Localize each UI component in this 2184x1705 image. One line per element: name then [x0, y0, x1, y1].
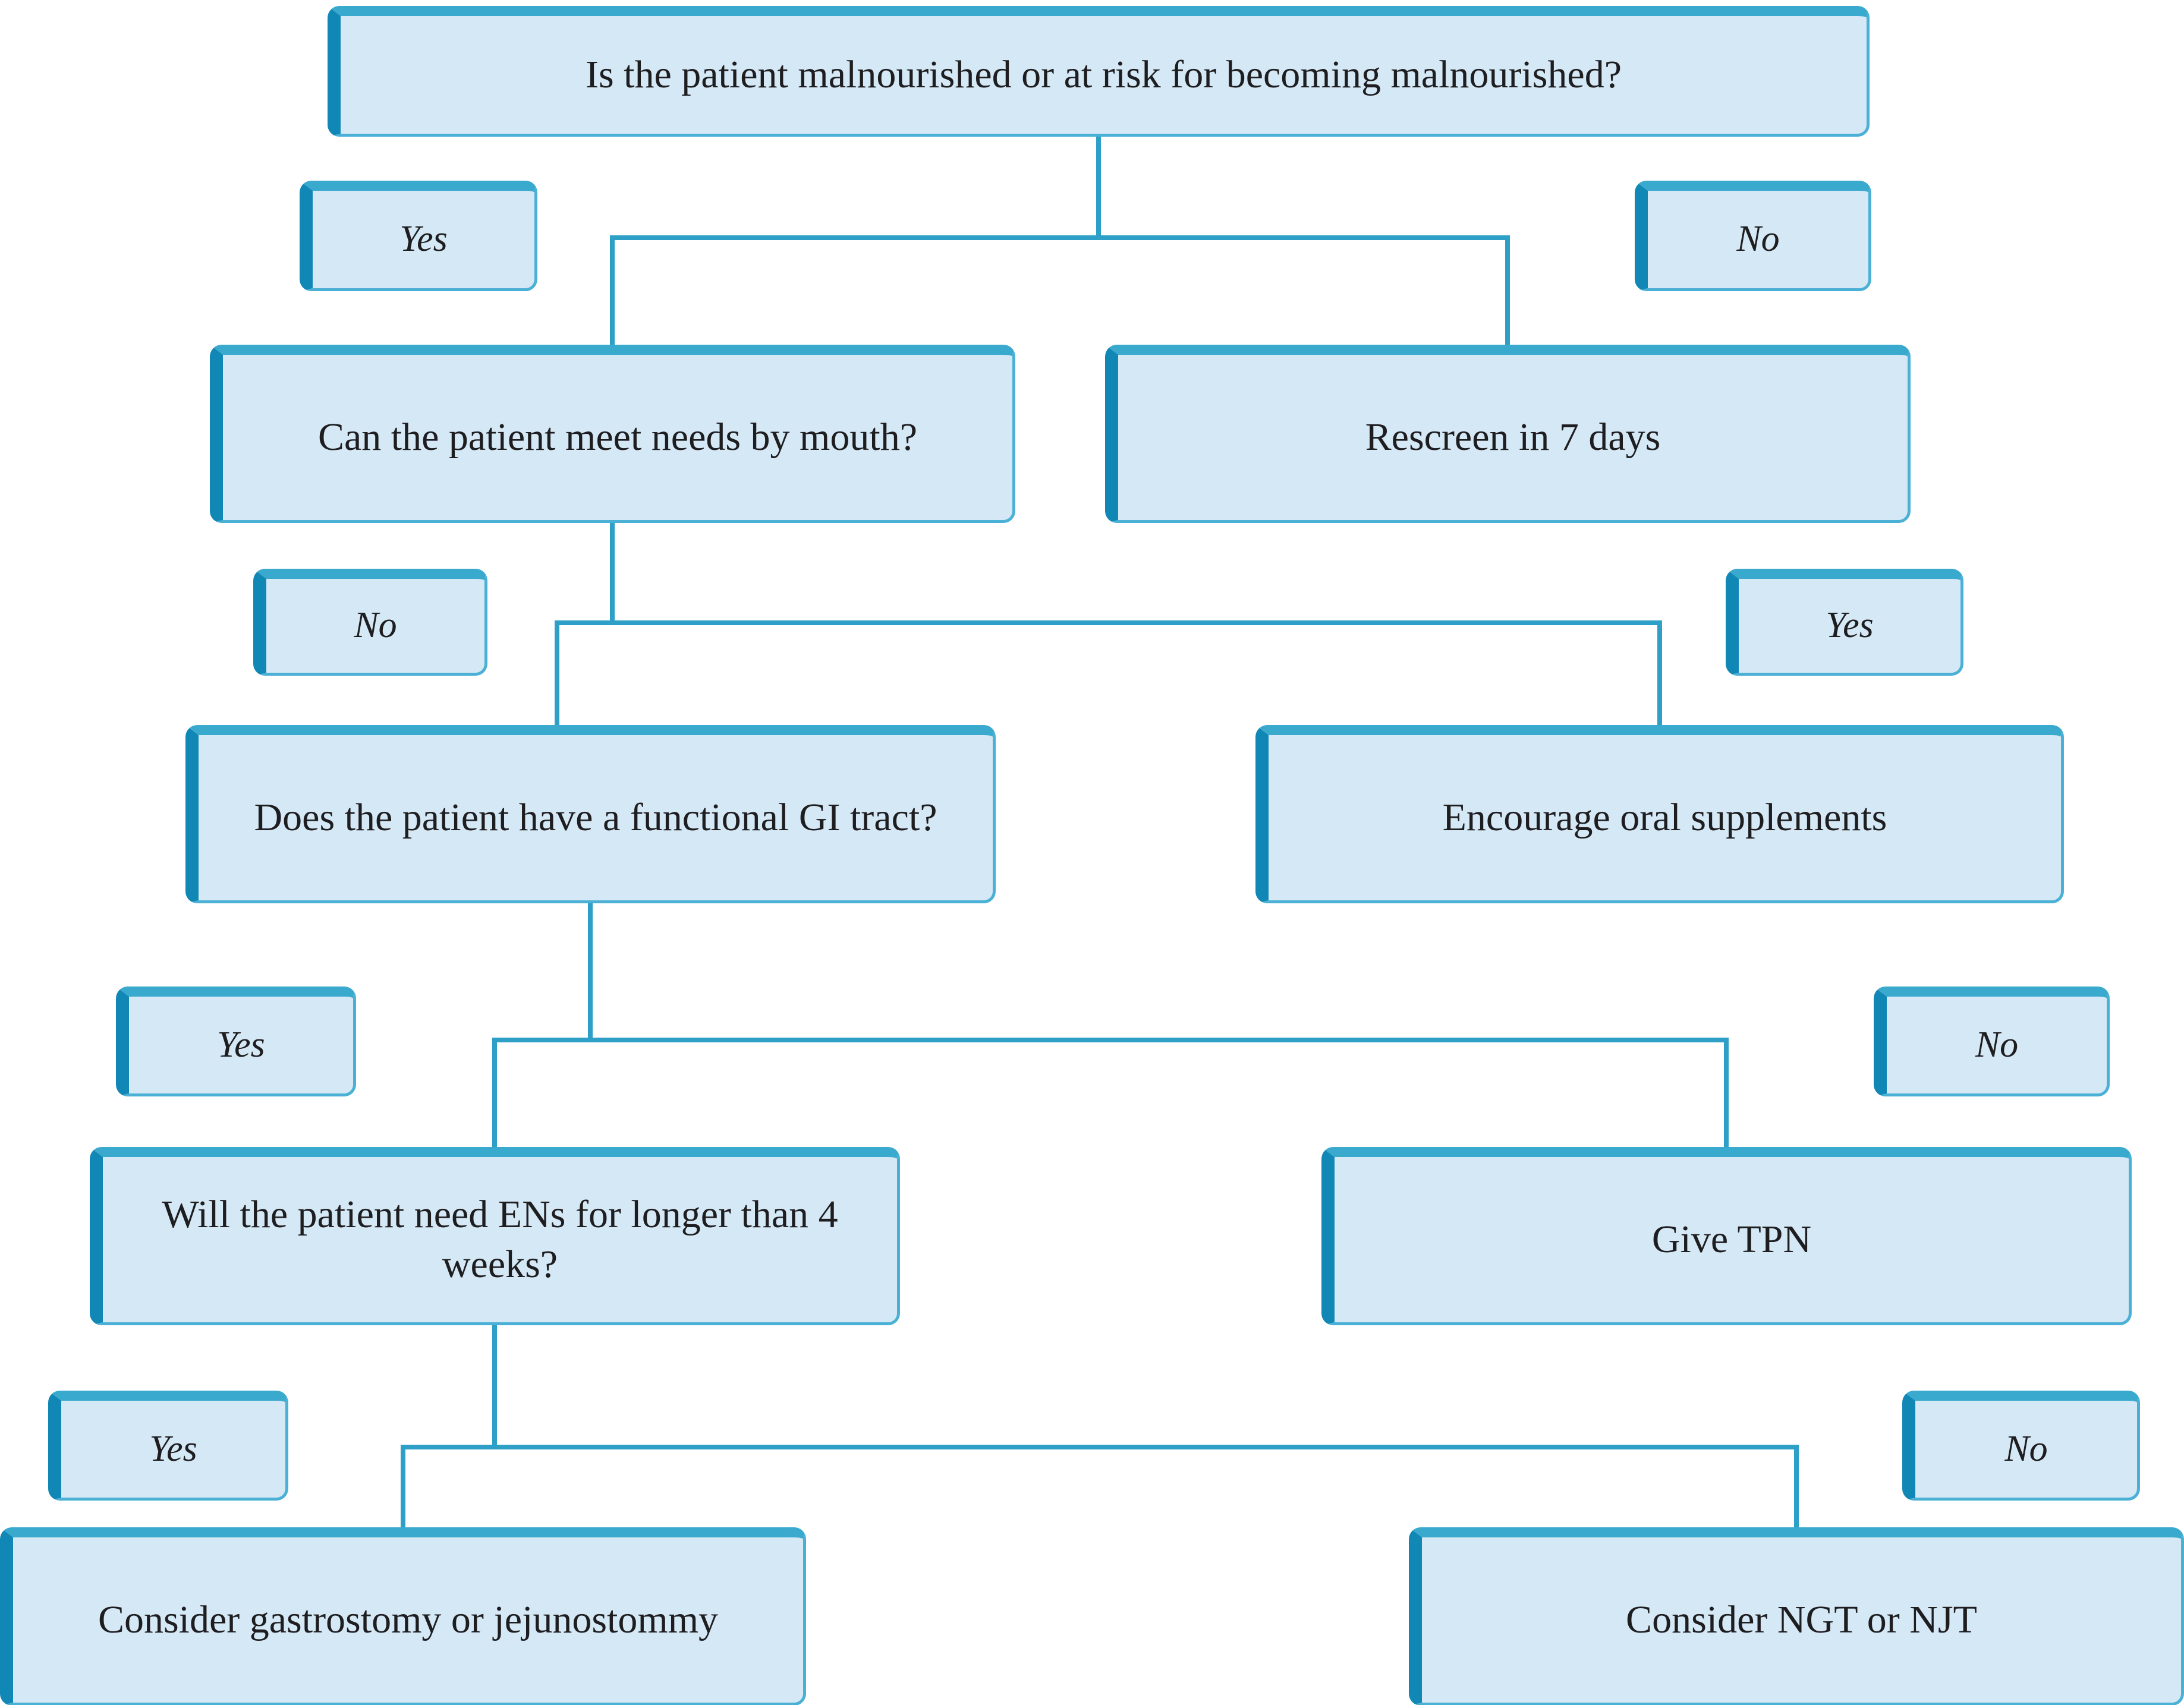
connector-q2-children	[555, 522, 1662, 732]
node-give-tpn: Give TPN	[1321, 1147, 2132, 1325]
node-functional-gi-tract-question: Does the patient have a functional GI tr…	[185, 725, 996, 903]
node-malnourished-risk-question: Is the patient malnourished or at risk f…	[328, 6, 1870, 137]
label-no-functional-gi: No	[1874, 987, 2110, 1096]
node-meet-needs-by-mouth-question: Can the patient meet needs by mouth?	[210, 345, 1015, 523]
label-yes-ens-4-weeks: Yes	[48, 1391, 288, 1501]
label-yes-malnourished: Yes	[300, 181, 537, 291]
node-ens-longer-than-4-weeks-question: Will the patient need ENs for longer tha…	[90, 1147, 900, 1325]
node-consider-ngt-njt: Consider NGT or NJT	[1409, 1527, 2184, 1705]
connector-q3-children	[492, 902, 1729, 1154]
label-no-meet-needs: No	[253, 569, 487, 676]
label-no-malnourished: No	[1635, 181, 1871, 291]
label-yes-functional-gi: Yes	[116, 987, 356, 1096]
label-yes-meet-needs: Yes	[1726, 569, 1963, 676]
node-rescreen-7-days: Rescreen in 7 days	[1105, 345, 1911, 523]
label-no-ens-4-weeks: No	[1902, 1391, 2140, 1501]
connector-q4-children	[401, 1324, 1799, 1534]
node-encourage-oral-supplements: Encourage oral supplements	[1255, 725, 2064, 903]
node-consider-gastrostomy-jejunostomy: Consider gastrostomy or jejunostommy	[0, 1527, 806, 1705]
connector-q1-children	[610, 135, 1510, 351]
